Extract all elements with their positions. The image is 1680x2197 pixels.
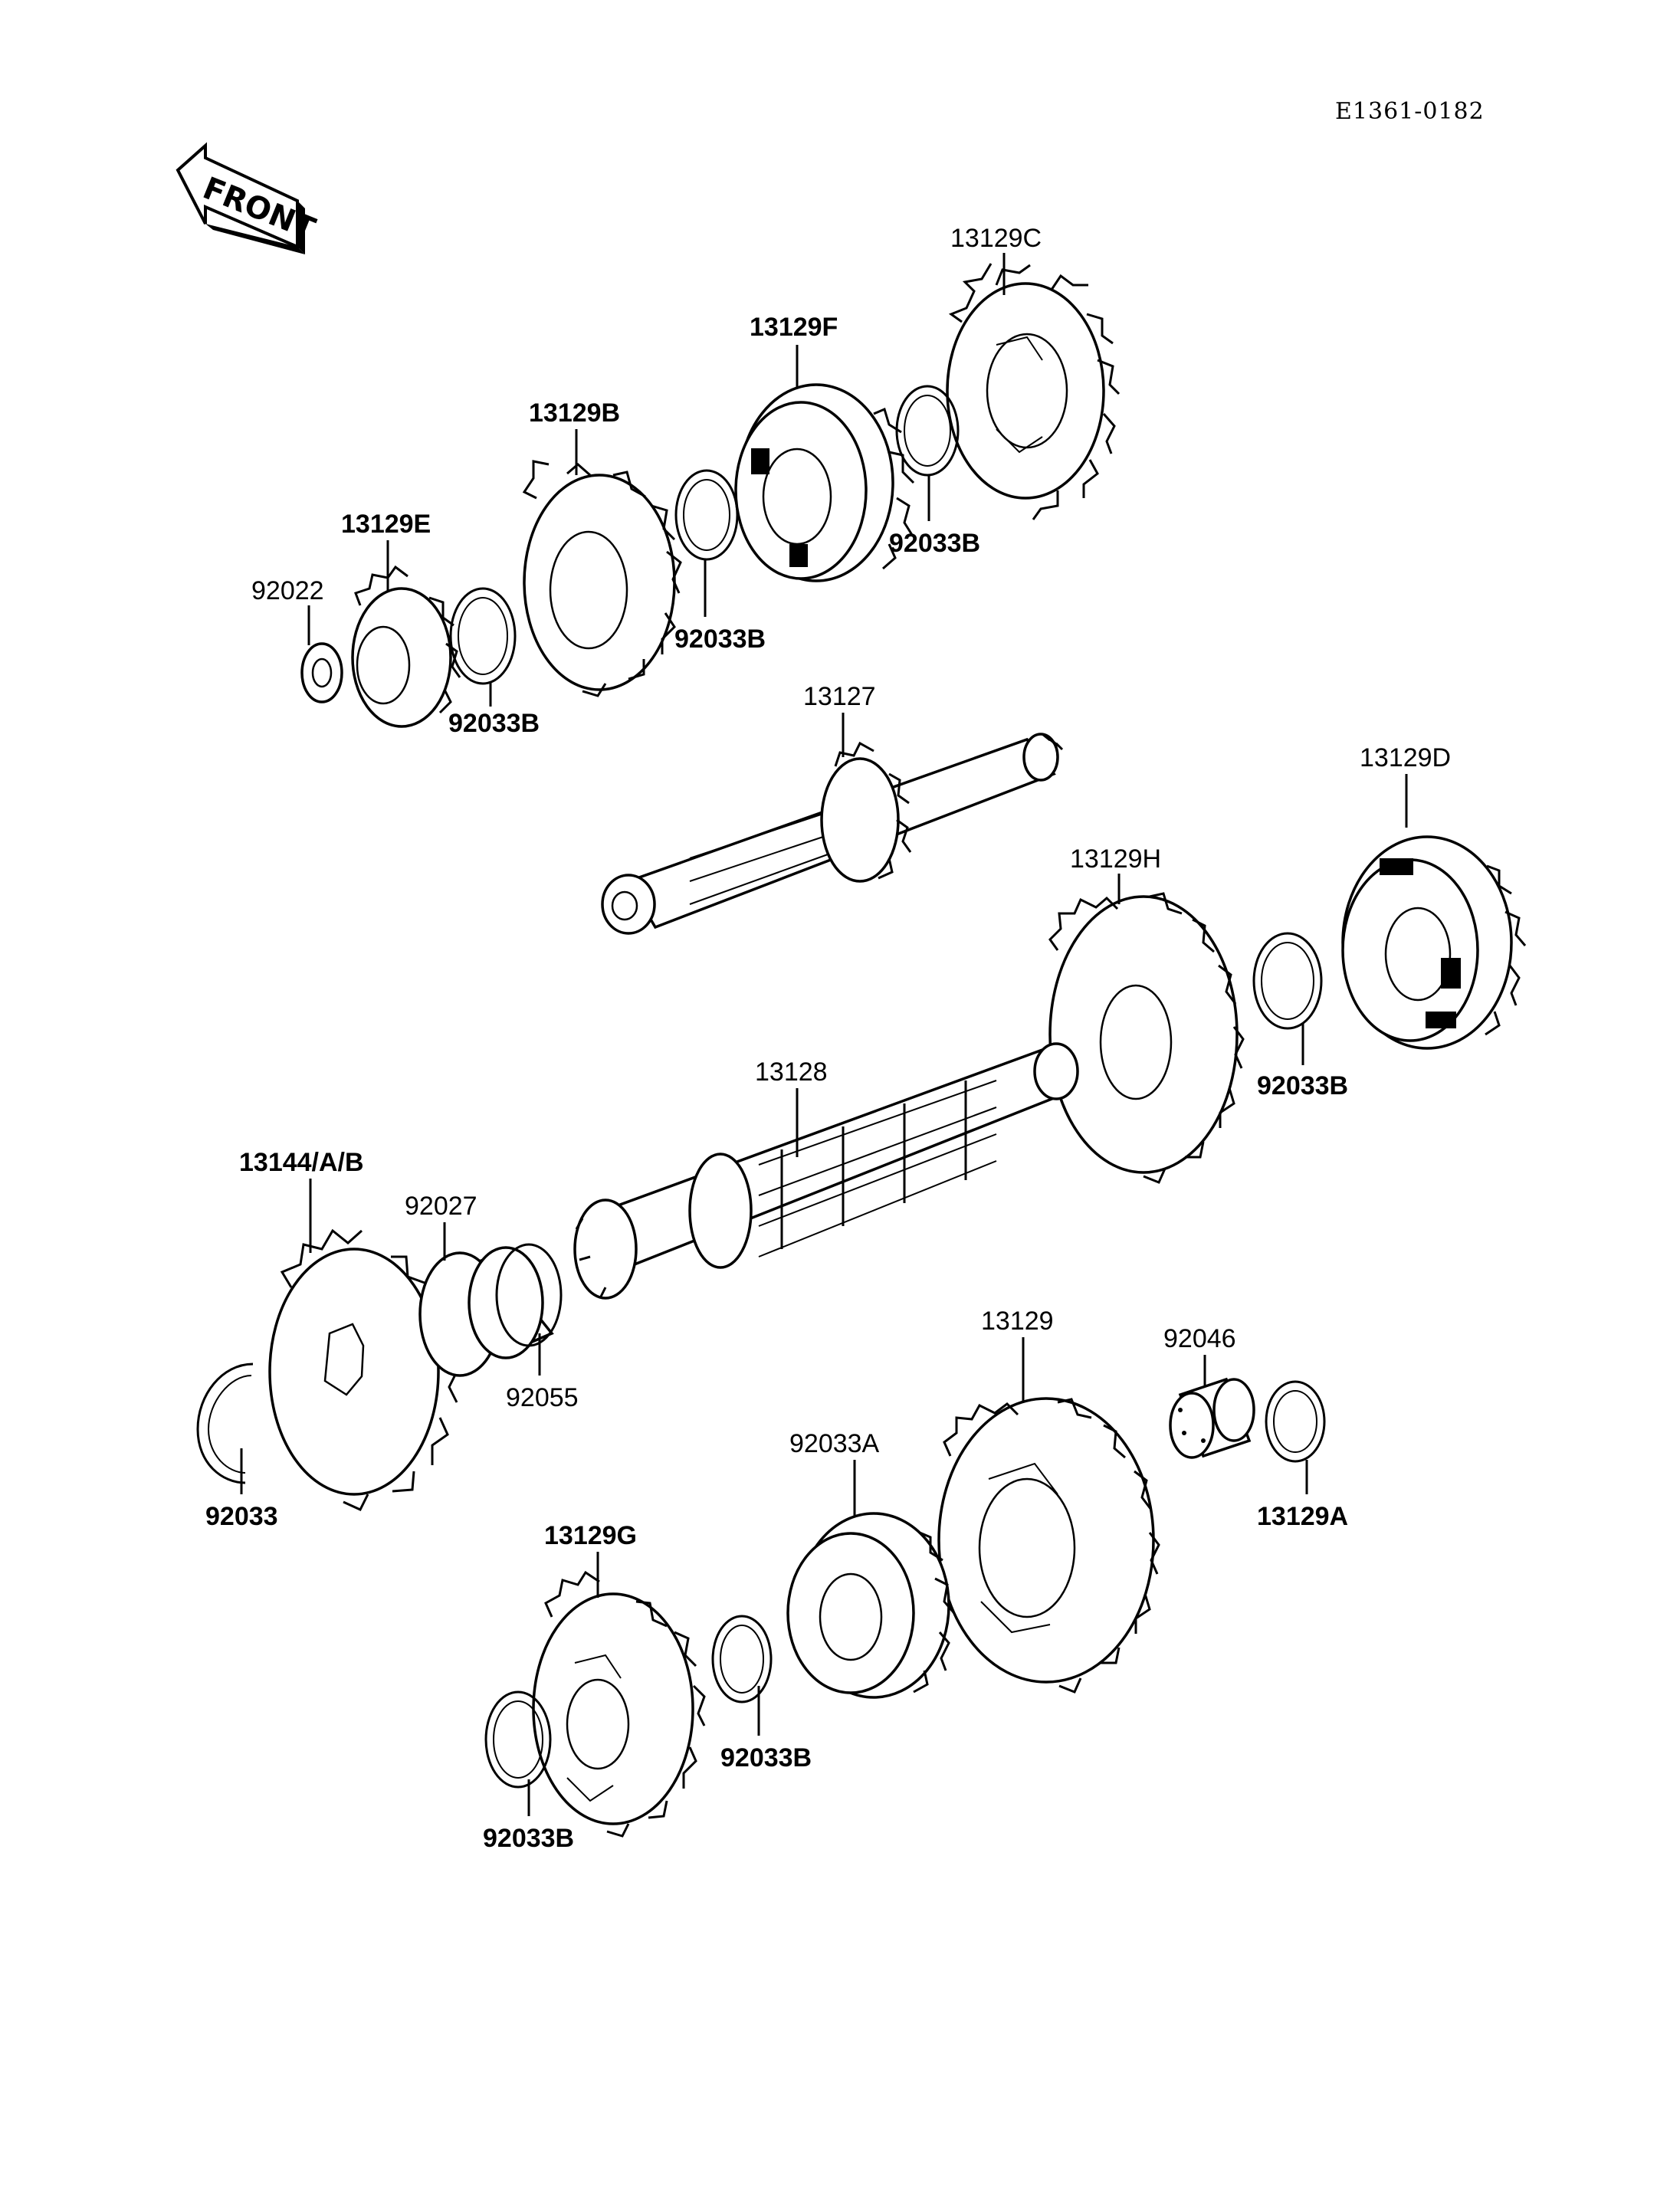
snap-ring-92033B-b: [895, 385, 960, 477]
label-13129H: 13129H: [1070, 844, 1161, 874]
snap-ring-92033B-a: [674, 469, 739, 561]
gear-13129D: [1341, 835, 1527, 1050]
circlip-92033: [196, 1362, 254, 1484]
label-92033: 92033: [205, 1502, 278, 1531]
label-13129E: 13129E: [341, 510, 431, 539]
label-92033B-f: 92033B: [483, 1824, 574, 1853]
shaft-13127: [601, 733, 1064, 935]
label-13129G: 13129G: [544, 1521, 637, 1550]
label-13127: 13127: [803, 682, 876, 711]
snap-ring-92033B-e: [711, 1615, 773, 1703]
label-92046: 92046: [1163, 1324, 1236, 1353]
snap-ring-92033B-c: [449, 587, 517, 685]
gear-13129G: [532, 1570, 706, 1838]
snap-ring-92033B-f: [484, 1690, 552, 1789]
label-13129C: 13129C: [950, 224, 1042, 253]
label-92027: 92027: [405, 1192, 477, 1221]
front-arrow-icon: FRONT: [176, 142, 320, 254]
label-13129F: 13129F: [750, 313, 838, 342]
washer-92022: [300, 642, 343, 703]
label-13129B: 13129B: [529, 398, 620, 428]
label-13128: 13128: [755, 1058, 828, 1087]
gear-13129E: [351, 565, 461, 728]
shaft-13128: [573, 1042, 1079, 1300]
gear-13129B: [522, 460, 682, 697]
snap-ring-92033B-d: [1252, 932, 1323, 1030]
o-ring-92055: [495, 1243, 563, 1347]
leader-lines: [240, 253, 1408, 1816]
label-92033B-d: 92033B: [1257, 1071, 1348, 1100]
label-92033B-c: 92033B: [448, 709, 540, 738]
gear-13129F: [734, 383, 915, 582]
snap-ring-92033A: [1265, 1380, 1326, 1463]
label-13129D: 13129D: [1360, 743, 1451, 772]
label-92033B-b: 92033B: [889, 529, 980, 558]
label-92022: 92022: [251, 576, 324, 605]
label-13144-A-B: 13144/A/B: [239, 1148, 364, 1177]
gear-13129A: [786, 1512, 955, 1699]
label-13129A: 92033A: [789, 1429, 880, 1458]
label-13129: 13129: [981, 1307, 1054, 1336]
label-92033B-a: 92033B: [674, 625, 766, 654]
label-92055: 92055: [506, 1383, 579, 1412]
gear-13129H: [1048, 892, 1245, 1184]
label-92033B-e: 92033B: [720, 1743, 812, 1772]
needle-bearing-92046: [1169, 1377, 1255, 1459]
gear-13129: [937, 1397, 1160, 1694]
gear-13129C: [946, 263, 1121, 520]
sprocket-13144: [268, 1228, 460, 1511]
collar-92027: [418, 1246, 554, 1377]
label-92033A: 13129A: [1257, 1502, 1348, 1531]
reference-code: E1361-0182: [1335, 98, 1485, 125]
